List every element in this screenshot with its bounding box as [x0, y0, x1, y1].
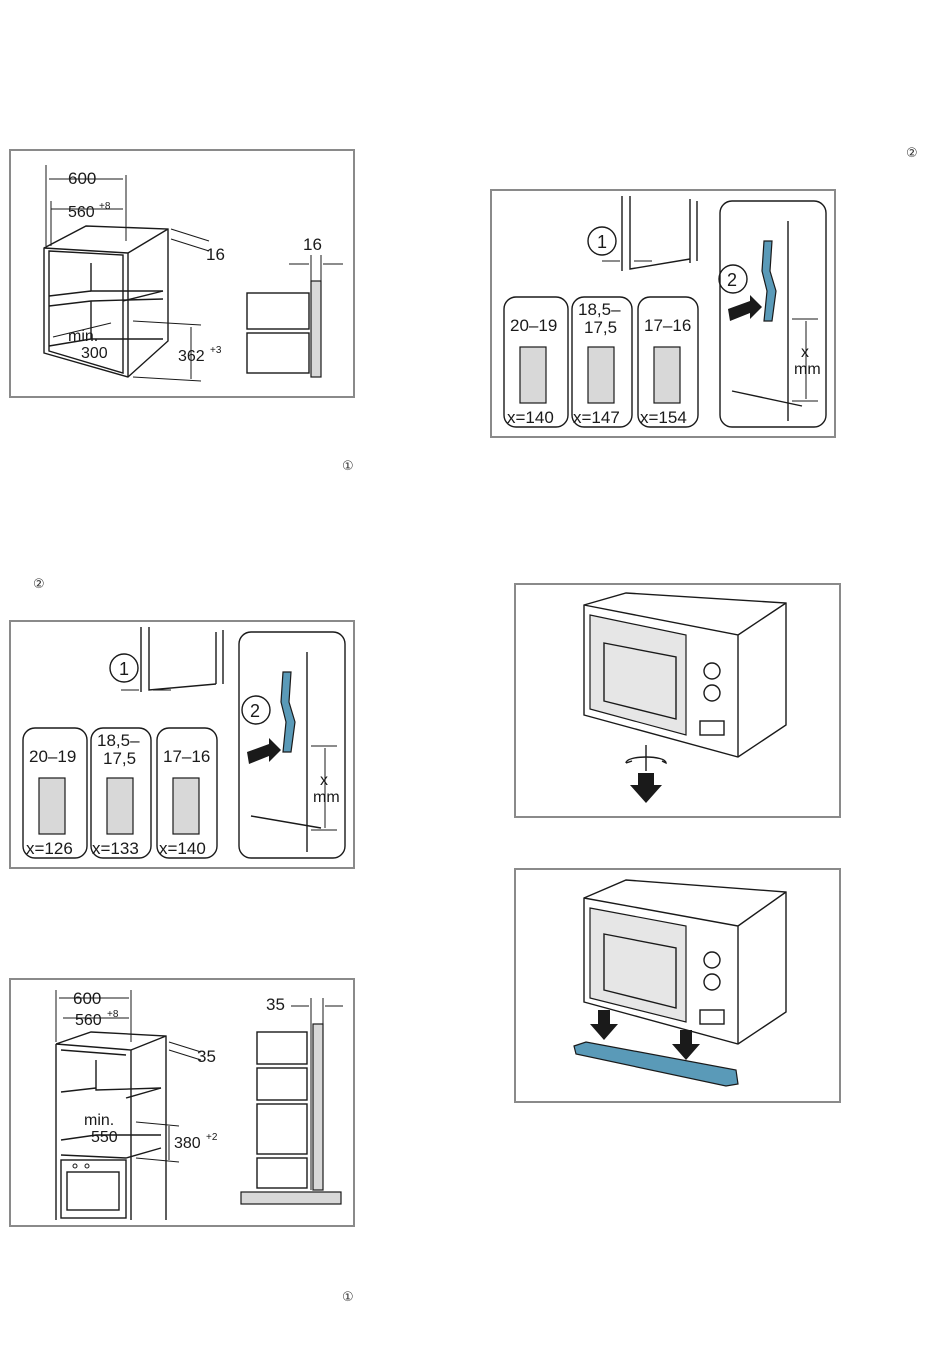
microwave-screw-drawing — [516, 585, 843, 820]
panel-3-x-lower: x=140 — [159, 839, 206, 858]
dim-min-tall-label: min. — [84, 1112, 114, 1129]
callout-2-upper: 2 — [727, 270, 737, 290]
panel-1-range-upper: 20–19 — [510, 316, 557, 335]
niche-tall-drawing: 600 560 +8 min. 550 35 380 +2 35 — [11, 980, 357, 1229]
dim-362-tol: +3 — [210, 345, 222, 356]
dim-362-label: 362 — [178, 348, 205, 365]
dim-600-tall-label: 600 — [73, 989, 101, 1008]
x-label-lower: x — [320, 772, 328, 789]
side-dim-35-label: 35 — [266, 995, 285, 1014]
panel-1-x-lower: x=126 — [26, 839, 73, 858]
callout-2-lower: 2 — [250, 701, 260, 721]
callout-1-upper: 1 — [597, 232, 607, 252]
dim-560-tall-tol: +8 — [107, 1009, 119, 1020]
marker-bottom-note: ① — [342, 1290, 354, 1305]
figure-microwave-screw-fixing — [514, 583, 841, 818]
callout-1-lower: 1 — [119, 659, 129, 679]
panel-2-range-lower: 18,5– — [97, 731, 140, 750]
dim-380-tall-tol: +2 — [206, 1132, 218, 1143]
panel-3-range-upper: 17–16 — [644, 316, 691, 335]
panel-2-range-b-lower: 17,5 — [103, 749, 136, 768]
x-label-upper: x — [801, 344, 809, 361]
panel-2-x-lower: x=133 — [92, 839, 139, 858]
dim-560-tall-label: 560 — [75, 1012, 102, 1029]
dim-35-tall-label: 35 — [197, 1047, 216, 1066]
figure-microwave-base-strip — [514, 868, 841, 1103]
panel-3-range-lower: 17–16 — [163, 747, 210, 766]
dim-380-tall-label: 380 — [174, 1135, 201, 1152]
marker-fig1-note: ① — [342, 459, 354, 474]
dim-300-label: 300 — [81, 345, 108, 362]
figure-mounting-strip-upper: 1 20–19 18,5– 17,5 17–16 x=140 x=147 x=1… — [490, 189, 836, 438]
side-dim-16-label: 16 — [303, 235, 322, 254]
microwave-strip-drawing — [516, 870, 843, 1105]
mounting-upper-drawing: 1 20–19 18,5– 17,5 17–16 x=140 x=147 x=1… — [492, 191, 838, 440]
dim-550-tall-label: 550 — [91, 1129, 118, 1146]
panel-3-x-upper: x=154 — [640, 408, 687, 427]
niche-wall-drawing: 600 560 +8 min. 300 16 362 +3 16 — [11, 151, 357, 400]
panel-2-range-b-upper: 17,5 — [584, 318, 617, 337]
mm-label-lower: mm — [313, 789, 340, 806]
dim-16-label: 16 — [206, 245, 225, 264]
mounting-lower-drawing: 1 20–19 18,5– 17,5 17–16 x=126 x=133 x=1… — [11, 622, 357, 871]
panel-1-range-lower: 20–19 — [29, 747, 76, 766]
dim-560-tol: +8 — [99, 201, 111, 212]
figure-niche-dimensions-wall: 600 560 +8 min. 300 16 362 +3 16 — [9, 149, 355, 398]
marker-fig3-note: ② — [33, 577, 45, 592]
panel-2-x-upper: x=147 — [573, 408, 620, 427]
panel-1-x-upper: x=140 — [507, 408, 554, 427]
mm-label-upper: mm — [794, 361, 821, 378]
figure-mounting-strip-lower: 1 20–19 18,5– 17,5 17–16 x=126 x=133 x=1… — [9, 620, 355, 869]
figure-niche-dimensions-tall: 600 560 +8 min. 550 35 380 +2 35 — [9, 978, 355, 1227]
marker-top-right: ② — [906, 146, 918, 161]
dim-600-label: 600 — [68, 169, 96, 188]
dim-min-label: min. — [68, 328, 98, 345]
panel-2-range-upper: 18,5– — [578, 300, 621, 319]
dim-560-label: 560 — [68, 204, 95, 221]
